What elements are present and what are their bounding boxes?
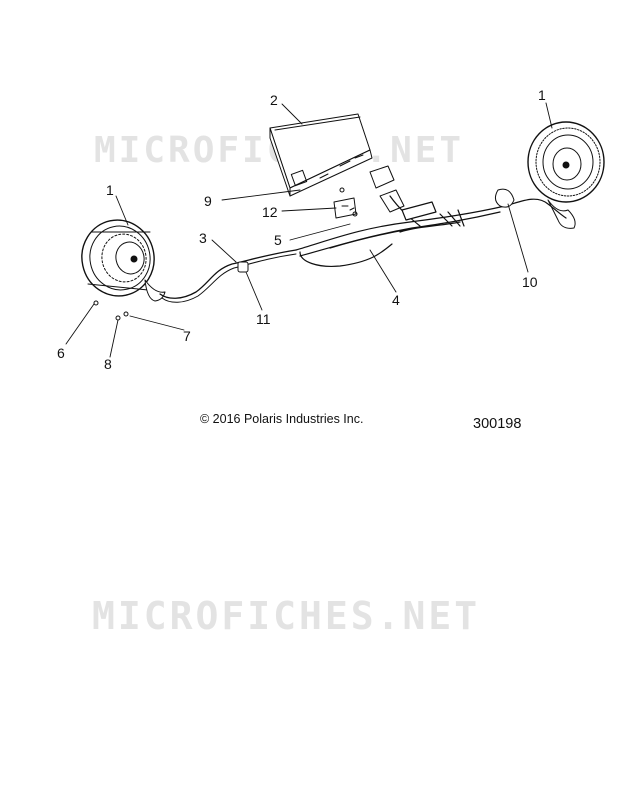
- watermark-bottom: MICROFICHES.NET: [92, 594, 481, 638]
- callout-1-left: 1: [106, 182, 114, 198]
- radio-unit: [269, 113, 373, 197]
- leader-lines: [65, 102, 553, 358]
- copyright-text: © 2016 Polaris Industries Inc.: [200, 412, 364, 426]
- clip-10: [494, 188, 515, 208]
- callout-3: 3: [199, 230, 207, 246]
- callout-10: 10: [522, 274, 538, 290]
- callout-9: 9: [204, 193, 212, 209]
- harness-main: [295, 195, 506, 267]
- callout-2: 2: [270, 92, 278, 108]
- callout-8: 8: [104, 356, 112, 372]
- connector-cluster: [333, 165, 405, 219]
- diagram-number: 300198: [473, 416, 522, 432]
- callout-4: 4: [392, 292, 400, 308]
- washer-8: [115, 315, 121, 321]
- left-speaker: [81, 219, 166, 302]
- callout-5: 5: [274, 232, 282, 248]
- screw-6: [93, 300, 99, 306]
- harness-right-branch: [504, 198, 567, 219]
- callout-12: 12: [262, 204, 278, 220]
- callout-1-right: 1: [538, 87, 546, 103]
- callout-6: 6: [57, 345, 65, 361]
- right-speaker: [527, 121, 605, 229]
- nut-7: [123, 311, 129, 317]
- harness-left: [159, 249, 297, 299]
- callout-11: 11: [256, 311, 271, 327]
- clip-11: [237, 261, 249, 273]
- callout-7: 7: [183, 328, 191, 344]
